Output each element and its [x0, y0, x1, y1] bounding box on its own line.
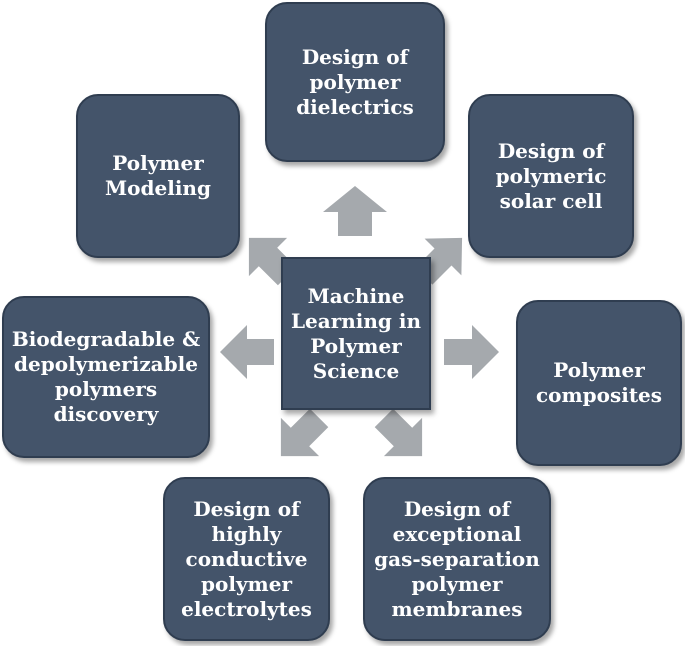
arrow-to-dielectrics: [323, 186, 387, 236]
center-node: Machine Learning in Polymer Science: [281, 257, 431, 410]
arrow-to-biodegradable: [220, 325, 274, 379]
arrow-to-composites: [444, 325, 499, 379]
node-solar-cell-label: Design of polymeric solar cell: [495, 138, 607, 213]
node-solar-cell: Design of polymeric solar cell: [468, 94, 634, 258]
node-dielectrics-label: Design of polymer dielectrics: [296, 44, 414, 119]
node-membranes: Design of exceptional gas-separation pol…: [363, 477, 551, 641]
arrow-to-electrolytes: [280, 408, 329, 457]
node-modeling: Polymer Modeling: [76, 94, 240, 258]
node-electrolytes: Design of highly conductive polymer elec…: [163, 477, 330, 641]
node-electrolytes-label: Design of highly conductive polymer elec…: [181, 496, 312, 621]
node-composites: Polymer composites: [516, 300, 682, 466]
node-dielectrics: Design of polymer dielectrics: [265, 2, 445, 162]
arrow-to-membranes: [374, 408, 423, 457]
node-composites-label: Polymer composites: [535, 358, 663, 407]
node-biodegradable-label: Biodegradable & depolymerizable polymers…: [11, 327, 201, 426]
node-membranes-label: Design of exceptional gas-separation pol…: [374, 496, 540, 621]
node-modeling-label: Polymer Modeling: [105, 151, 211, 200]
node-biodegradable: Biodegradable & depolymerizable polymers…: [2, 296, 210, 458]
center-node-label: Machine Learning in Polymer Science: [290, 283, 422, 383]
